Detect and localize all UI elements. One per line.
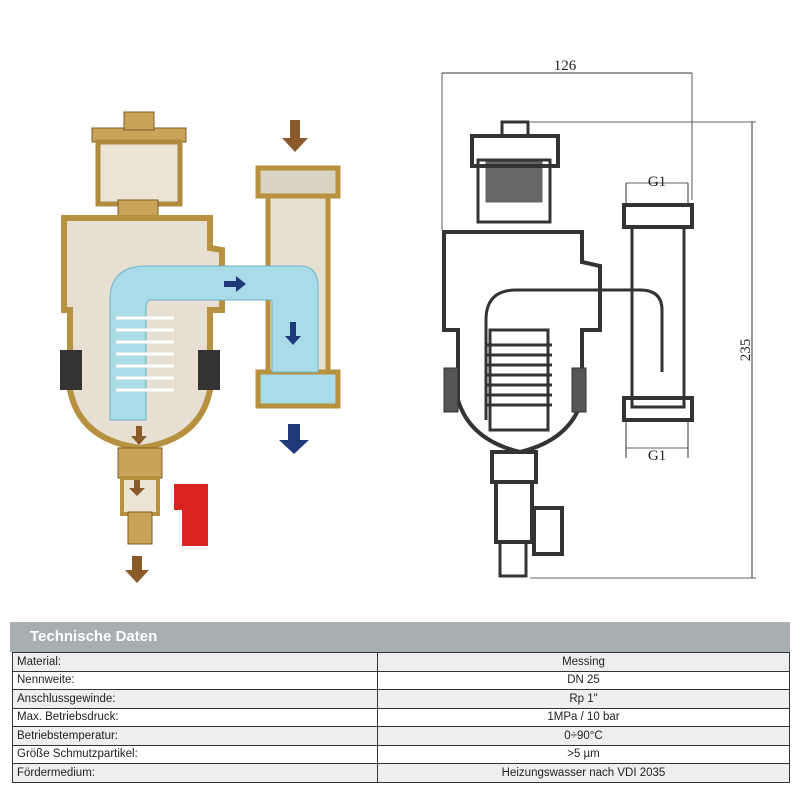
spec-value: Messing: [377, 652, 790, 672]
spec-label: Max. Betriebsdruck:: [12, 707, 378, 727]
spec-value: Heizungswasser nach VDI 2035: [377, 763, 790, 783]
table-row: Größe Schmutzpartikel:>5 µm: [12, 744, 790, 764]
product-illustrations: 126 G1 G1 235: [60, 58, 756, 583]
flow-arrows-navy: [224, 276, 309, 454]
spec-label: Größe Schmutzpartikel:: [12, 744, 378, 764]
technical-drawing: [441, 72, 756, 579]
spec-value: 1MPa / 10 bar: [377, 707, 790, 727]
spec-value: >5 µm: [377, 744, 790, 764]
spec-value: DN 25: [377, 670, 790, 690]
dimension-thread-bottom: G1: [648, 448, 666, 464]
table-row: Nennweite:DN 25: [12, 670, 790, 690]
cutaway-diagram: [60, 111, 341, 583]
spec-label: Fördermedium:: [12, 763, 378, 783]
dimension-height: 235: [738, 339, 754, 362]
spec-label: Betriebstemperatur:: [12, 726, 378, 746]
dimension-width: 126: [554, 58, 577, 74]
table-row: Anschlussgewinde:Rp 1": [12, 689, 790, 709]
table-title: Technische Daten: [10, 622, 790, 652]
table-row: Fördermedium:Heizungswasser nach VDI 203…: [12, 763, 790, 783]
table-row: Max. Betriebsdruck:1MPa / 10 bar: [12, 707, 790, 727]
dimension-thread-top: G1: [648, 174, 666, 190]
spec-label: Material:: [12, 652, 378, 672]
spec-label: Anschlussgewinde:: [12, 689, 378, 709]
table-row: Betriebstemperatur:0÷90°C: [12, 726, 790, 746]
flow-arrows-brown: [125, 120, 308, 583]
drain-valve-handle: [174, 484, 208, 546]
spec-value: 0÷90°C: [377, 726, 790, 746]
table-row: Material:Messing: [12, 652, 790, 672]
spec-label: Nennweite:: [12, 670, 378, 690]
spec-value: Rp 1": [377, 689, 790, 709]
